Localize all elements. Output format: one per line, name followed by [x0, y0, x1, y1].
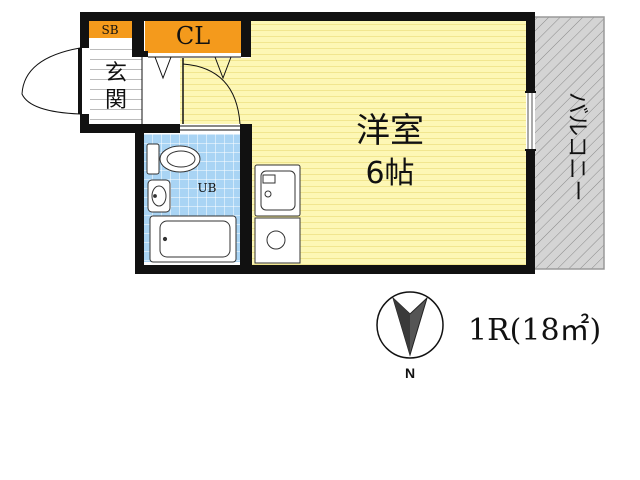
walls: [80, 12, 535, 274]
compass-north-label: N: [405, 365, 415, 381]
shoe-box-label: SB: [101, 23, 118, 37]
toilet-icon: [146, 143, 201, 175]
balcony-label: バルコニー: [564, 92, 589, 202]
washbasin-icon: [147, 179, 171, 213]
compass: N: [376, 291, 444, 381]
kitchen-sink-icon: [254, 164, 301, 217]
room-door: [182, 58, 241, 125]
shoe-box: [88, 20, 132, 38]
unit-bath-label: UB: [198, 181, 217, 195]
bathtub-icon: [149, 215, 237, 263]
hallway-floor: [180, 58, 252, 124]
room-name: 洋室: [356, 111, 424, 151]
front-door: [21, 47, 82, 115]
balcony: [533, 16, 605, 270]
closet: [145, 20, 241, 53]
layout-summary: 1R(18㎡): [468, 313, 601, 348]
closet-label: CL: [176, 22, 210, 50]
balcony-window: [525, 91, 536, 151]
entrance-label-top: 玄: [105, 61, 127, 86]
entrance-label-bottom: 関: [105, 88, 127, 113]
bath-door: [180, 125, 240, 131]
room-size: 6帖: [365, 156, 414, 191]
closet-doors: [148, 56, 241, 80]
stove-icon: [254, 217, 301, 264]
